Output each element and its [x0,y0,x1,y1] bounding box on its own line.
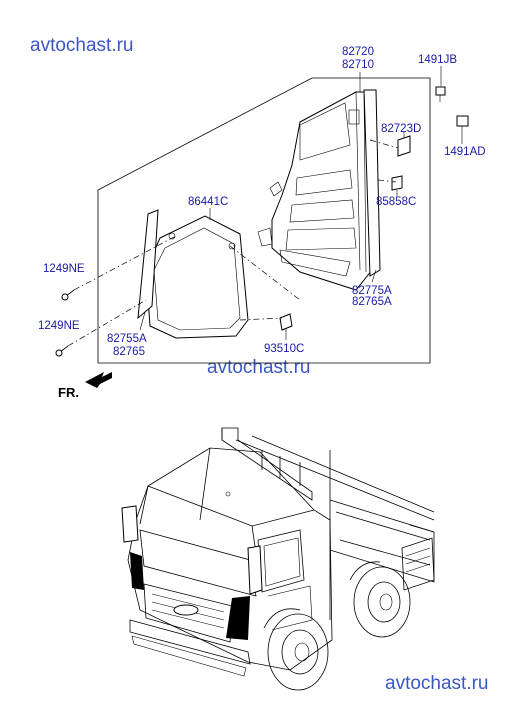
label-82765: 82765 [113,346,145,358]
label-1249ne-lower: 1249NE [38,320,80,332]
leader-lines [139,66,463,340]
watermark-top: avtochast.ru [30,35,134,56]
label-1491jb: 1491JB [418,54,457,66]
side-strip-82775a [363,89,381,277]
trim-strip-82755a [137,209,159,320]
label-86441c: 86441C [188,196,228,208]
clip-1491ad [456,115,469,134]
front-arrow-icon [85,372,112,388]
front-direction-indicator: FR. [58,372,112,400]
label-1491ad: 1491AD [444,146,486,158]
label-82755a: 82755A [107,333,147,345]
front-label: FR. [58,385,79,400]
bracket-82723d [397,135,411,157]
label-82720: 82720 [342,46,374,58]
watermark-middle: avtochast.ru [207,357,311,378]
label-93510c: 93510C [264,343,304,355]
screw-1249ne-upper [61,289,75,301]
part-labels: 82720 82710 1491JB 82723D 1491AD 86441C … [38,46,486,358]
cap-93510c [279,313,293,331]
label-82723d: 82723D [381,123,421,135]
clip-1491jb [435,86,446,102]
lamp-housing-86441c [145,215,249,339]
label-82765a: 82765A [352,296,392,308]
corner-panel-82720 [257,91,373,291]
assembly-lines [67,139,399,347]
truck-illustration [121,427,435,691]
label-85858c: 85858C [376,196,416,208]
label-82775a: 82775A [352,285,392,297]
label-82710: 82710 [342,59,374,71]
label-1249ne-upper: 1249NE [43,263,85,275]
watermark-bottom: avtochast.ru [385,673,489,694]
clip-85858c [391,175,403,191]
exploded-view-frame [97,77,431,364]
screw-1249ne-lower [55,345,69,357]
